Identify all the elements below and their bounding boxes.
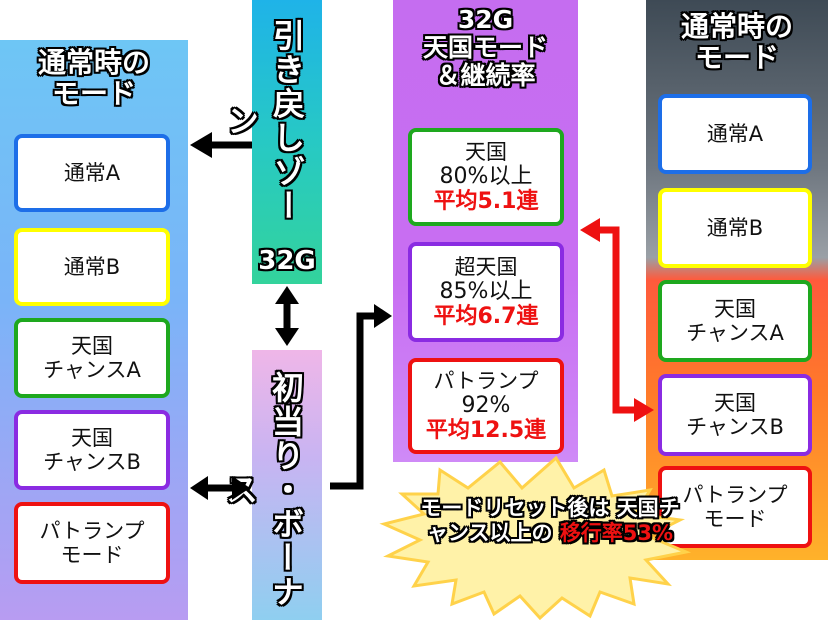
mid-panel-title: 32G 天国モード ＆継続率 xyxy=(422,5,548,90)
left-box-heaven-chance-b: 天国 チャンスB xyxy=(14,410,170,490)
mid-box-rate: 80%以上 xyxy=(439,163,533,189)
arrow-mid-right-red xyxy=(580,218,654,422)
right-box-normal-a: 通常A xyxy=(658,94,812,174)
left-box-normal-a: 通常A xyxy=(14,134,170,212)
right-panel-title: 通常時の モード xyxy=(680,10,793,74)
left-box-label: パトランプ モード xyxy=(39,518,145,567)
mid-box-patlamp: パトランプ 92% 平均12.5連 xyxy=(408,358,564,454)
right-box-label: 天国 チャンスA xyxy=(686,296,784,345)
callout-line: モードリセット後は xyxy=(420,496,610,520)
mid-box-avg: 平均5.1連 xyxy=(433,189,539,215)
mid-box-name: 超天国 xyxy=(454,254,518,279)
arrow-left-hit xyxy=(190,476,250,500)
right-box-label: 通常A xyxy=(706,121,764,146)
zone-sub: 32G xyxy=(258,246,316,276)
arrow-hit-to-mid xyxy=(330,304,392,490)
arrow-zone-to-left xyxy=(190,132,252,158)
right-box-heaven-chance-b: 天国 チャンスB xyxy=(658,374,812,456)
arrow-zone-hit xyxy=(275,286,299,346)
callout-burst xyxy=(379,455,692,620)
left-panel-title: 通常時の モード xyxy=(37,46,150,110)
mid-box-name: 天国 xyxy=(465,139,507,164)
mid-box-rate: 92% xyxy=(461,392,511,418)
left-box-patlamp-mode: パトランプ モード xyxy=(14,502,170,584)
mid-box-avg: 平均6.7連 xyxy=(433,304,539,330)
callout-text: モードリセット後は 天国チャンス以上の 移行率53% xyxy=(420,496,680,546)
first-hit-bonus-panel: 初当り・ボーナス xyxy=(221,350,322,620)
right-box-patlamp-mode: パトランプ モード xyxy=(658,466,812,548)
left-box-label: 通常A xyxy=(63,160,121,185)
hit-title: 初当り・ボーナス xyxy=(221,371,305,609)
left-box-heaven-chance-a: 天国 チャンスA xyxy=(14,318,170,398)
mid-box-avg: 平均12.5連 xyxy=(425,418,547,444)
callout-line: 天国チャンス以上の xyxy=(426,496,680,546)
rewind-zone-panel: 引き戻しゾーン 32G xyxy=(222,0,322,284)
mid-box-rate: 85%以上 xyxy=(439,278,533,304)
zone-title: 引き戻しゾーン xyxy=(222,19,306,223)
left-box-normal-b: 通常B xyxy=(14,228,170,306)
left-box-label: 通常B xyxy=(63,254,121,279)
right-box-label: パトランプ モード xyxy=(682,482,788,531)
callout-line-highlight: 移行率53% xyxy=(559,521,674,546)
left-box-label: 天国 チャンスB xyxy=(43,425,141,474)
left-box-label: 天国 チャンスA xyxy=(43,333,141,382)
right-box-heaven-chance-a: 天国 チャンスA xyxy=(658,280,812,362)
mid-box-name: パトランプ xyxy=(433,368,539,393)
right-box-normal-b: 通常B xyxy=(658,188,812,268)
right-box-label: 通常B xyxy=(706,215,764,240)
mid-box-super-heaven: 超天国 85%以上 平均6.7連 xyxy=(408,242,564,342)
right-box-label: 天国 チャンスB xyxy=(686,390,784,439)
mid-box-heaven: 天国 80%以上 平均5.1連 xyxy=(408,128,564,226)
